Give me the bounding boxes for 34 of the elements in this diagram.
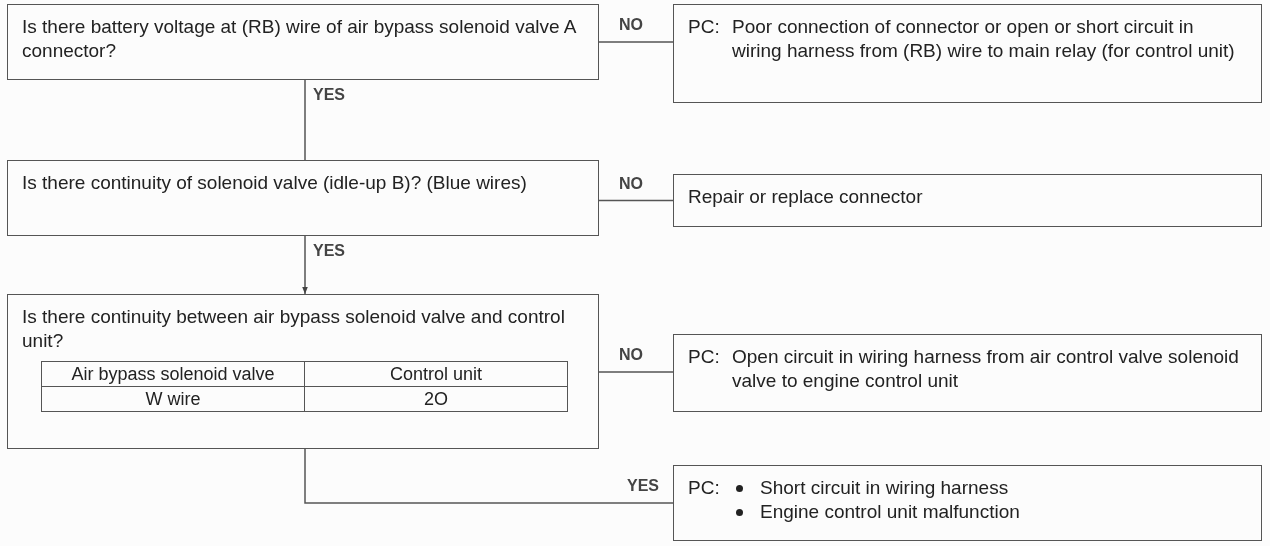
- edge-label: NO: [619, 16, 643, 34]
- edge-label: YES: [313, 86, 345, 104]
- cause-text: Poor connection of connector or open or short circuit in wiring harness from (RB) wire to main relay (for control unit): [732, 15, 1236, 63]
- result-box: [673, 4, 1262, 103]
- connector-line: [304, 79, 306, 161]
- cause-prefix: PC:: [688, 476, 721, 500]
- question-box: [7, 160, 599, 236]
- result-box: [673, 465, 1262, 541]
- connector-line: [598, 371, 674, 373]
- question-text: Is there continuity of solenoid valve (idle-up B)? (Blue wires): [22, 171, 528, 195]
- table-cell: W wire: [41, 386, 305, 412]
- bullet-item: Engine control unit malfunction: [760, 501, 1020, 522]
- edge-label: YES: [627, 477, 659, 495]
- question-text: Is there continuity between air bypass solenoid valve and control unit?: [22, 305, 566, 353]
- connector-line: [304, 448, 674, 504]
- table-header-cell: Control unit: [304, 361, 568, 387]
- cause-text: Open circuit in wiring harness from air control valve solenoid valve to engine control unit: [732, 345, 1240, 393]
- cause-prefix: PC:: [688, 345, 721, 369]
- result-box: [673, 174, 1262, 227]
- connector-line: [598, 41, 674, 43]
- connector-line: [598, 199, 674, 202]
- cause-prefix: PC:: [688, 15, 721, 39]
- edge-label: YES: [313, 242, 345, 260]
- question-text: Is there battery voltage at (RB) wire of air bypass solenoid valve A connector?: [22, 15, 577, 63]
- bullet-item: Short circuit in wiring harness: [760, 477, 1009, 498]
- question-box: [7, 294, 599, 449]
- result-text: Repair or replace connector: [688, 185, 923, 209]
- connector-line: [302, 235, 308, 295]
- question-box: [7, 4, 599, 80]
- edge-label: NO: [619, 174, 643, 193]
- result-box: [673, 334, 1262, 412]
- table-cell: 2O: [304, 386, 568, 412]
- table-header-cell: Air bypass solenoid valve: [41, 361, 305, 387]
- edge-label: NO: [619, 346, 643, 364]
